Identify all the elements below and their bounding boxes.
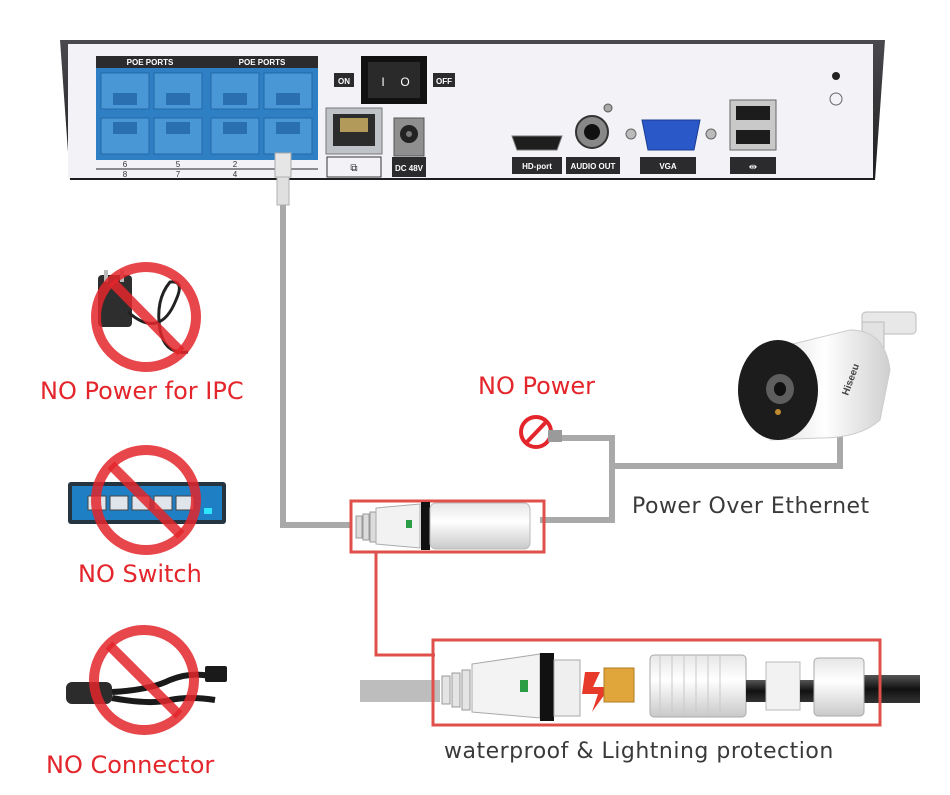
port-num-5: 5 [176,160,181,169]
ethernet-cable [274,152,352,528]
poe-ports-label-right: POE PORTS [239,58,286,67]
ground-icon [829,92,843,106]
usb-ports: ⇹ [729,99,777,174]
power-switch: ON I O OFF [334,56,455,104]
no-power-symbol [519,415,562,449]
network-icon: ⧉ [350,163,357,174]
lightning-icon [582,672,610,712]
no-poe-splitter-icon [66,625,227,735]
no-power-label: NO Power [478,372,596,400]
port-num-2: 2 [233,160,238,169]
poe-ports-label-left: POE PORTS [127,58,174,67]
no-power-for-ipc-label: NO Power for IPC [40,377,244,405]
switch-off-label: OFF [436,77,452,86]
reset-hole [832,72,840,80]
waterproof-protection-label: waterproof & Lightning protection [444,739,834,764]
switch-on-label: ON [338,77,350,86]
no-connector-label: NO Connector [46,751,215,779]
cable-to-no-power [540,435,615,523]
poe-port-block: POE PORTS POE PORTS 6 5 2 1 8 7 [96,56,318,179]
nvr-recorder: POE PORTS POE PORTS 6 5 2 1 8 7 [60,40,885,180]
audio-label: AUDIO OUT [571,162,616,171]
hdmi-label: HD-port [522,162,552,171]
no-power-adapter-icon [91,262,201,372]
no-switch-label: NO Switch [78,560,202,588]
bullet-camera: Hiseeu [738,311,917,441]
port-num-7: 7 [176,170,181,179]
lan-port: ⧉ [325,107,383,178]
vga-label: VGA [659,162,677,171]
usb-icon: ⇹ [749,162,757,173]
no-network-switch-icon [68,445,226,555]
audio-out-port: AUDIO OUT [566,103,620,174]
waterproof-connector-detail [360,638,920,727]
port-num-4: 4 [233,170,238,179]
hdmi-port: HD-port [511,135,563,174]
port-num-6: 6 [123,160,128,169]
svg-text:O: O [400,75,409,89]
port-num-8: 8 [123,170,128,179]
power-over-ethernet-label: Power Over Ethernet [632,494,870,519]
cable-to-camera [612,430,843,469]
vga-port: VGA [625,119,717,174]
connector-callout [349,499,546,554]
dc-label: DC 48V [395,164,424,173]
callout-leader-line [374,552,435,657]
svg-text:I: I [381,75,384,89]
dc-power-jack: DC 48V [392,117,426,177]
